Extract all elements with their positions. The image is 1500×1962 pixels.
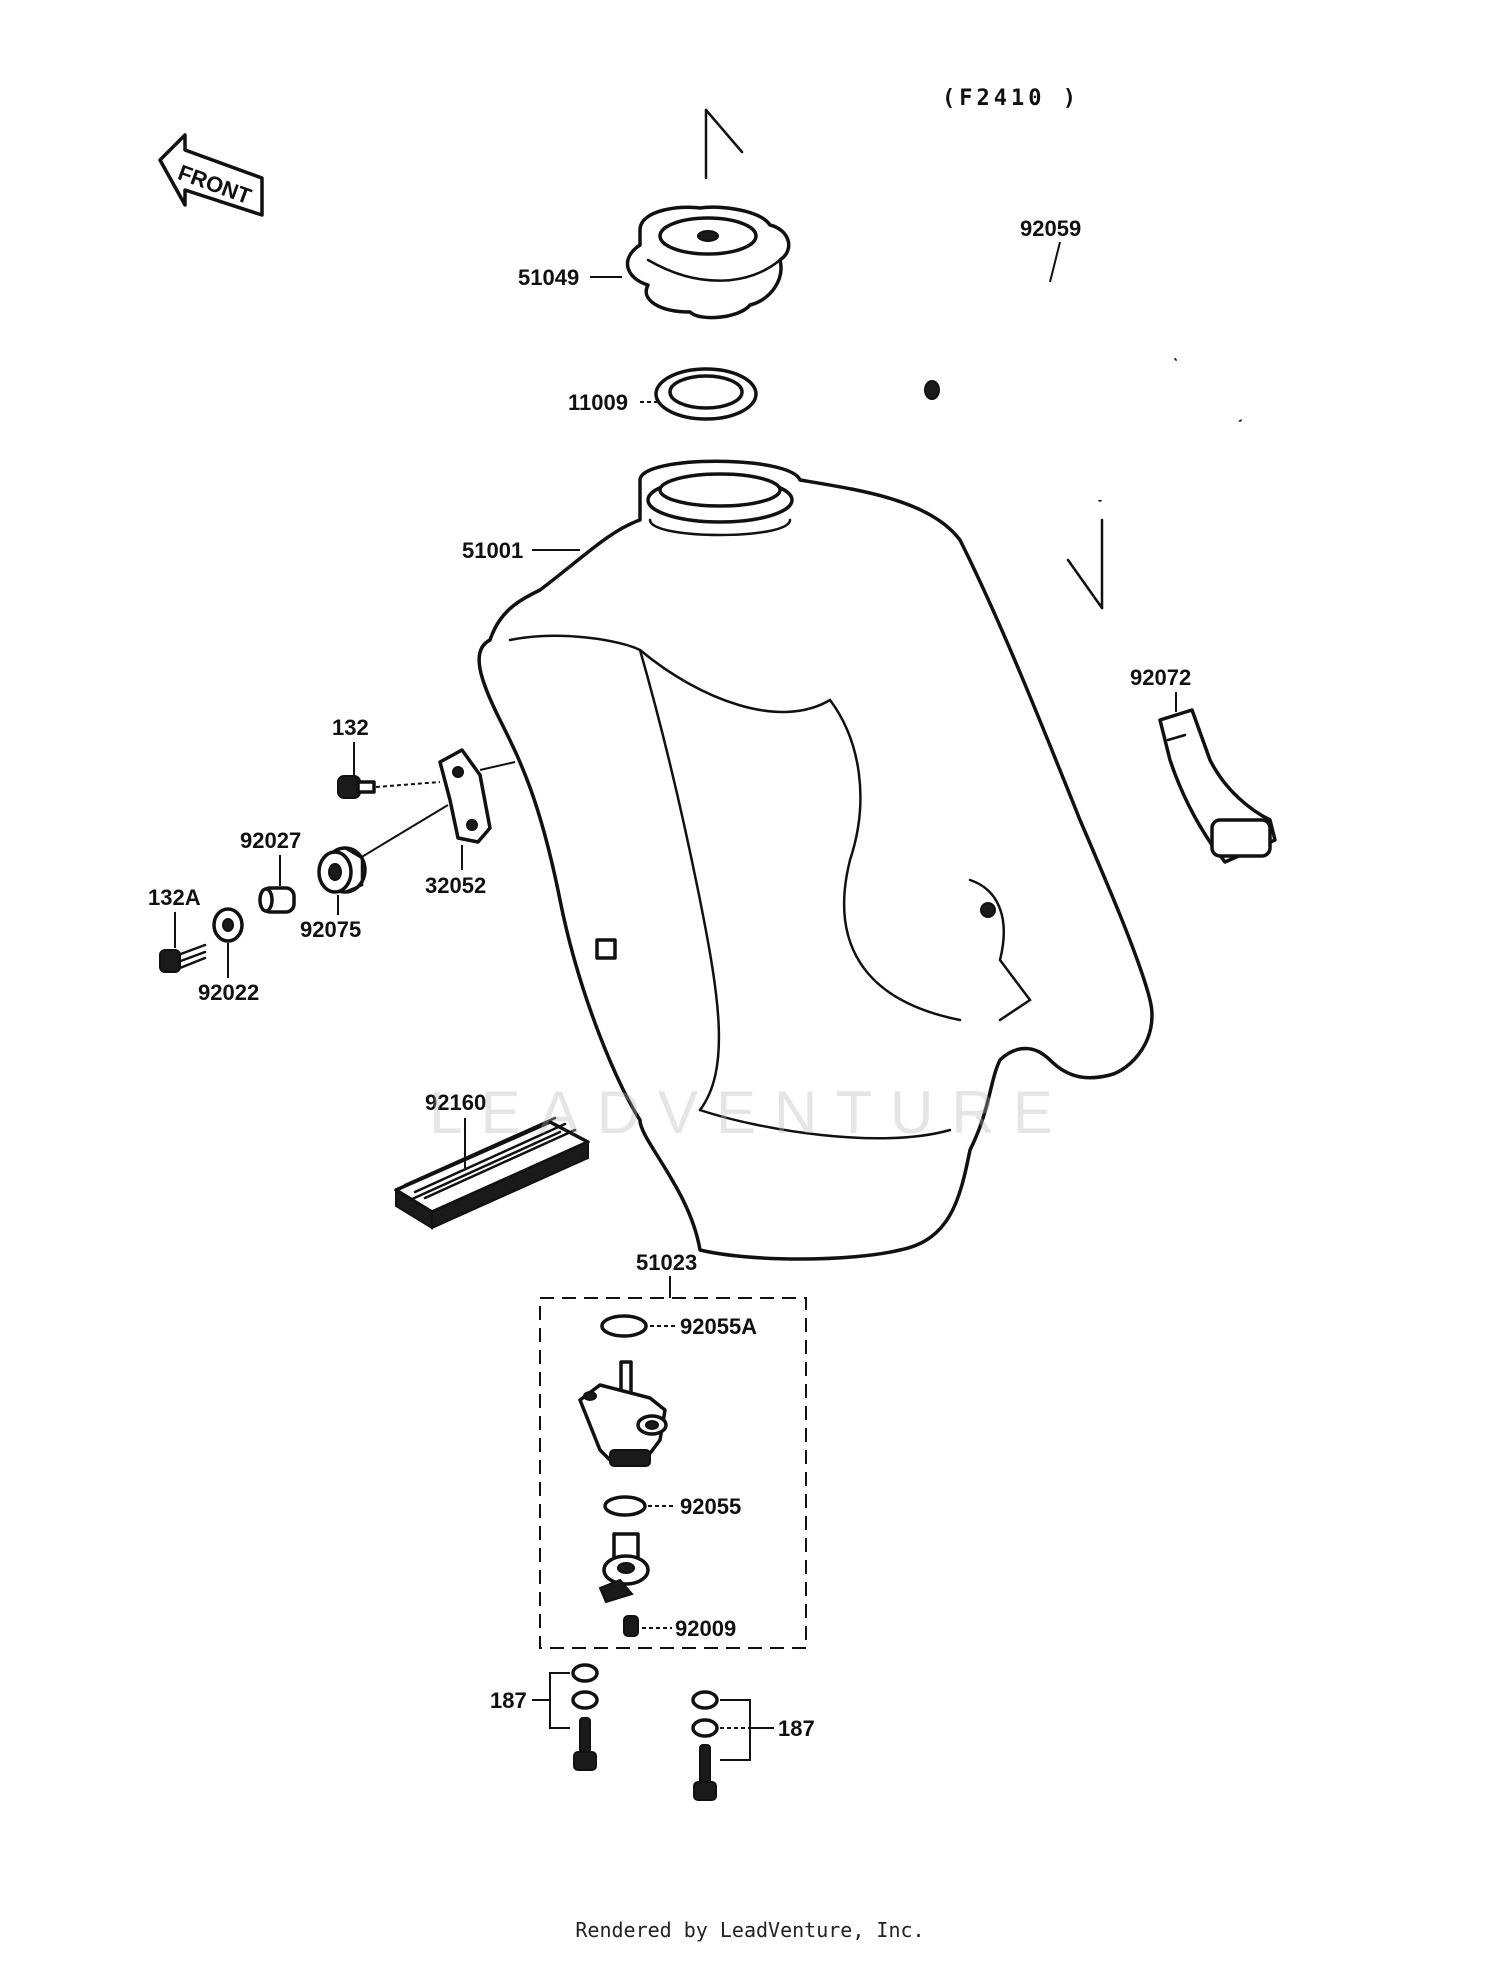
leader-132-bracket	[375, 781, 441, 788]
label-92160: 92160	[425, 1090, 486, 1115]
label-32052: 32052	[425, 873, 486, 898]
bolt-132[interactable]	[337, 775, 376, 799]
label-187-left: 187	[490, 1688, 527, 1713]
mount-bracket[interactable]	[438, 748, 492, 844]
leader-bracket-tank	[479, 761, 516, 771]
fuel-cap[interactable]	[625, 205, 791, 320]
fuel-cock-body[interactable]	[578, 1360, 668, 1467]
label-132: 132	[332, 715, 369, 740]
label-92055A: 92055A	[680, 1314, 757, 1339]
label-92055: 92055	[680, 1494, 741, 1519]
o-ring-92055[interactable]	[603, 1495, 647, 1517]
label-51001: 51001	[462, 538, 523, 563]
collar-92027[interactable]	[258, 886, 296, 914]
leader-damper-bracket	[359, 804, 449, 859]
guide-tick-hose	[1066, 558, 1104, 610]
o-ring-92055a[interactable]	[600, 1314, 648, 1338]
label-92075: 92075	[300, 917, 361, 942]
watermark: LEADVENTURE	[429, 1079, 1071, 1146]
label-187-right: 187	[778, 1716, 815, 1741]
label-51023: 51023	[636, 1250, 697, 1275]
fuel-cock-lever[interactable]	[598, 1532, 650, 1604]
tank-pad[interactable]	[394, 1116, 590, 1230]
label-92059: 92059	[1020, 216, 1081, 241]
fuel-cock-assembly-box	[539, 1297, 807, 1649]
screw-92009[interactable]	[623, 1615, 639, 1637]
damper-92075[interactable]	[317, 846, 367, 894]
label-132A: 132A	[148, 885, 201, 910]
label-92022: 92022	[198, 980, 259, 1005]
hardware-187-left[interactable]	[571, 1663, 599, 1771]
bracket-187-right	[720, 1699, 751, 1761]
label-11009: 11009	[568, 390, 628, 415]
washer-92022[interactable]	[212, 907, 244, 943]
leader-92059	[1049, 241, 1061, 283]
fuel-tank[interactable]	[477, 459, 1154, 1261]
front-arrow-icon: FRONT	[158, 133, 264, 217]
tank-strap[interactable]	[1158, 708, 1277, 864]
hardware-187-right[interactable]	[691, 1690, 719, 1801]
label-92027: 92027	[240, 828, 301, 853]
bolt-132a[interactable]	[159, 943, 207, 973]
label-92072: 92072	[1130, 665, 1191, 690]
label-92009: 92009	[675, 1616, 736, 1641]
bracket-187-left	[549, 1672, 570, 1729]
label-51049: 51049	[518, 265, 579, 290]
guide-tick-top	[704, 108, 744, 154]
diagram-code: (F2410 )	[942, 86, 1080, 111]
footer-credit: Rendered by LeadVenture, Inc.	[575, 1918, 925, 1942]
cap-gasket[interactable]	[654, 367, 758, 421]
breather-hose[interactable]	[924, 194, 1285, 502]
